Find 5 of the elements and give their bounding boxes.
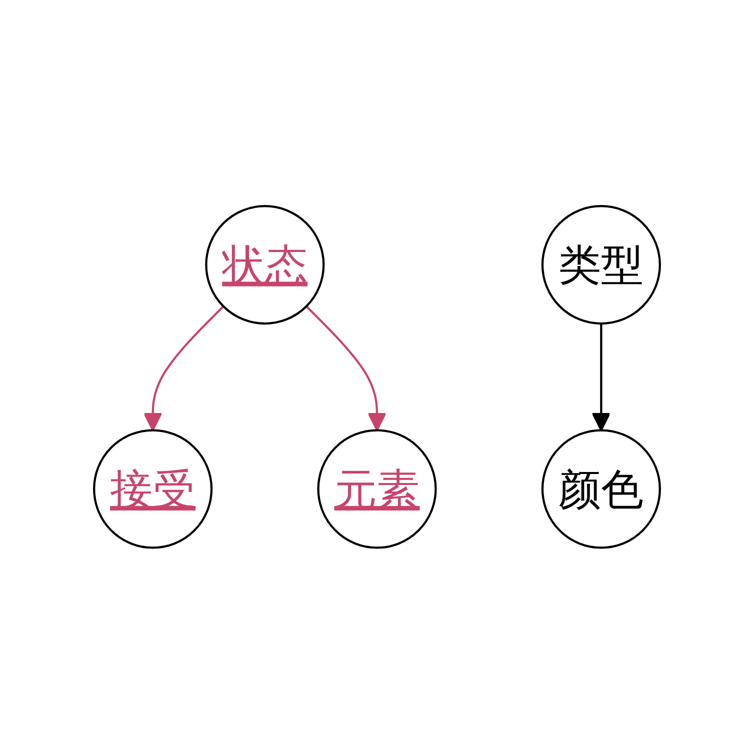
arrow	[142, 305, 224, 431]
node-circle: 类型	[540, 204, 660, 324]
arrow	[305, 305, 386, 431]
arrow	[591, 323, 610, 431]
node-circle: 颜色	[540, 428, 660, 548]
